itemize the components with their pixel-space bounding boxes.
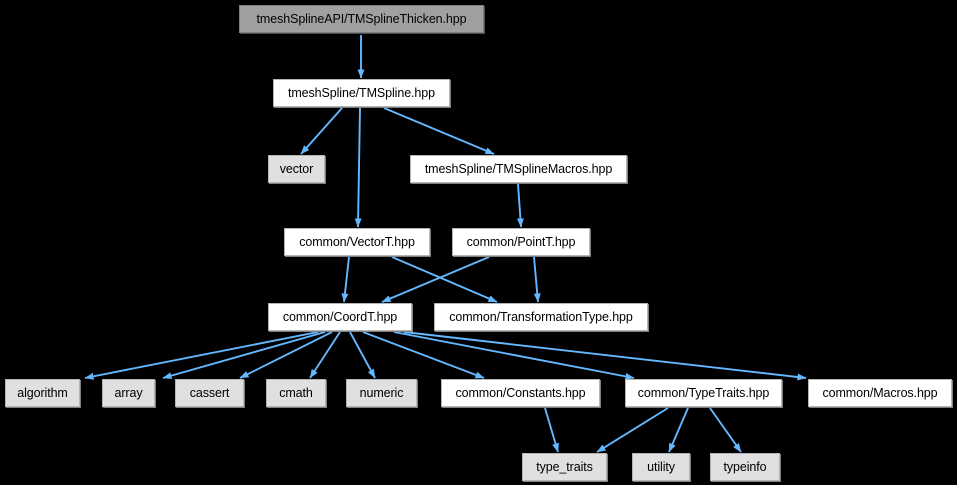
graph-edge-coordt-to-constants [362, 331, 485, 379]
graph-node-transform[interactable]: common/TransformationType.hpp [434, 303, 648, 331]
graph-node-typetraits[interactable]: common/TypeTraits.hpp [625, 379, 782, 407]
graph-node-algorithm[interactable]: algorithm [5, 379, 80, 407]
graph-edge-vectort-to-transform [391, 256, 498, 303]
graph-node-label-type_traits: type_traits [536, 459, 593, 474]
graph-node-label-numeric: numeric [359, 385, 404, 400]
graph-edge-typetraits-to-type_traits [596, 407, 669, 453]
graph-edge-coordt-to-macros [403, 331, 807, 381]
graph-edge-coordt-to-typetraits [393, 331, 635, 380]
graph-node-tmspline[interactable]: tmeshSpline/TMSpline.hpp [273, 79, 450, 107]
graph-node-cassert[interactable]: cassert [175, 379, 244, 407]
graph-node-utility[interactable]: utility [632, 453, 690, 481]
graph-edge-coordt-to-numeric [349, 331, 376, 379]
graph-node-cmath[interactable]: cmath [266, 379, 326, 407]
graph-edge-coordt-to-cmath [309, 331, 341, 379]
graph-node-vectort[interactable]: common/VectorT.hpp [284, 228, 430, 256]
graph-edge-constants-to-type_traits [544, 407, 559, 453]
graph-edge-typetraits-to-typeinfo [709, 407, 742, 453]
graph-node-label-transform: common/TransformationType.hpp [449, 309, 633, 324]
graph-node-label-tmmacros: tmeshSpline/TMSplineMacros.hpp [424, 161, 613, 176]
graph-edge-coordt-to-cassert [239, 331, 333, 379]
graph-node-label-pointt: common/PointT.hpp [466, 234, 576, 249]
graph-node-label-typeinfo: typeinfo [723, 459, 767, 474]
graph-node-label-algorithm: algorithm [17, 385, 68, 400]
graph-edge-tmspline-to-tmmacros [383, 107, 495, 155]
graph-node-tmmacros[interactable]: tmeshSpline/TMSplineMacros.hpp [410, 155, 627, 183]
graph-node-typeinfo[interactable]: typeinfo [710, 453, 780, 481]
graph-edge-tmspline-to-vector [300, 107, 343, 155]
graph-edge-coordt-to-array [162, 331, 326, 380]
graph-node-label-thicken: tmeshSplineAPI/TMSplineThicken.hpp [256, 11, 467, 26]
edges-group [84, 34, 807, 453]
graph-node-constants[interactable]: common/Constants.hpp [441, 379, 600, 407]
graph-node-label-tmspline: tmeshSpline/TMSpline.hpp [288, 85, 435, 100]
graph-edge-tmmacros-to-pointt [516, 183, 524, 228]
graph-node-vector[interactable]: vector [268, 155, 325, 183]
graph-edge-coordt-to-algorithm [84, 331, 319, 380]
graph-node-label-typetraits: common/TypeTraits.hpp [637, 385, 770, 400]
graph-node-numeric[interactable]: numeric [346, 379, 417, 407]
graph-node-thicken[interactable]: tmeshSplineAPI/TMSplineThicken.hpp [239, 5, 484, 33]
graph-node-type_traits[interactable]: type_traits [522, 453, 607, 481]
graph-edge-vectort-to-coordt [341, 256, 350, 303]
graph-node-coordt[interactable]: common/CoordT.hpp [268, 303, 412, 331]
graph-node-label-constants: common/Constants.hpp [455, 385, 586, 400]
graph-edge-tmspline-to-vectort [354, 107, 362, 228]
graph-node-pointt[interactable]: common/PointT.hpp [452, 228, 590, 256]
graph-node-label-cassert: cassert [189, 385, 230, 400]
graph-node-label-vectort: common/VectorT.hpp [299, 234, 415, 249]
graph-node-macros[interactable]: common/Macros.hpp [808, 379, 952, 407]
graph-edge-pointt-to-transform [533, 256, 541, 303]
graph-node-label-cmath: cmath [279, 385, 313, 400]
graph-node-label-coordt: common/CoordT.hpp [282, 309, 398, 324]
graph-node-label-array: array [114, 385, 143, 400]
graph-node-array[interactable]: array [102, 379, 155, 407]
graph-node-label-macros: common/Macros.hpp [822, 385, 938, 400]
graph-node-label-vector: vector [279, 161, 314, 176]
graph-node-label-utility: utility [647, 459, 675, 474]
graph-edge-pointt-to-coordt [381, 256, 490, 303]
graph-edge-typetraits-to-utility [668, 407, 689, 453]
